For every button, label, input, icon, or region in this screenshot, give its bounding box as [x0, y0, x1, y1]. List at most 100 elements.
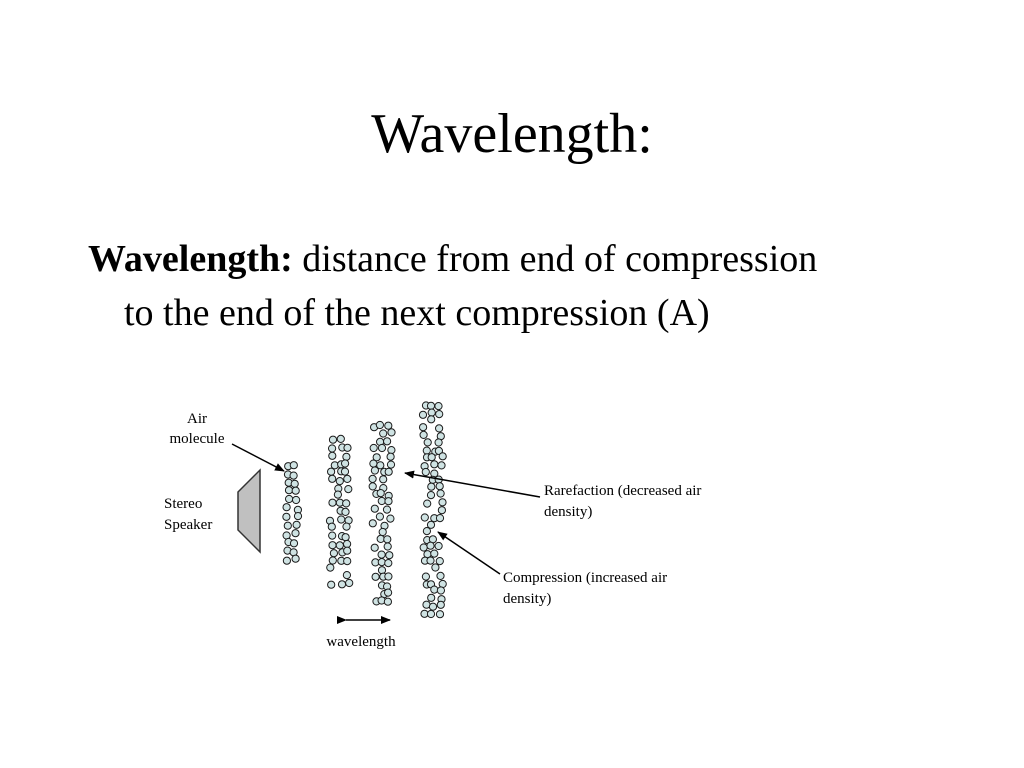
air-molecule-dot — [328, 474, 337, 483]
air-molecule-dot — [427, 482, 436, 491]
air-molecule-dot — [436, 489, 445, 498]
speaker-label-line2: Speaker — [164, 517, 212, 533]
air-molecule-dot — [328, 451, 337, 460]
air-molecule-dot — [437, 506, 446, 515]
air-molecule-dot — [369, 443, 378, 453]
air-molecule-dot — [426, 609, 436, 619]
rarefaction-label-line2: density) — [544, 504, 592, 520]
air-molecule-dot — [435, 514, 445, 523]
wavelength-label: wavelength — [326, 634, 396, 650]
air-molecule-dot — [378, 527, 387, 537]
air-molecule-dot — [376, 461, 385, 470]
air-molecule-dot — [342, 571, 351, 580]
air-molecule-dot — [430, 460, 439, 469]
air-molecule-dot — [379, 475, 388, 484]
air-molecule-dot — [384, 588, 393, 597]
air-molecule-dot — [345, 578, 354, 588]
air-molecule-dot — [292, 520, 301, 529]
air-molecule-dot — [341, 533, 350, 542]
air-molecule-dot — [327, 580, 336, 589]
air-molecule-dot — [340, 467, 350, 476]
air-molecule-dot — [386, 514, 395, 523]
air-molecule-dot — [342, 452, 351, 461]
air-molecule-label-line2: molecule — [170, 431, 225, 447]
air-molecule-dot — [435, 424, 444, 433]
air-molecule-dot — [282, 503, 291, 512]
air-molecule-dot — [377, 566, 387, 575]
air-molecule-dot — [384, 497, 393, 506]
air-molecule-dot — [385, 551, 394, 560]
air-molecule-dot — [434, 446, 443, 455]
air-molecule-dot — [341, 507, 350, 516]
air-molecule-dot — [382, 505, 392, 514]
air-molecule-dot — [435, 482, 444, 491]
air-molecule-dot — [372, 453, 381, 462]
air-molecule-dot — [284, 486, 294, 495]
air-molecule-dot — [436, 571, 445, 581]
air-molecule-dot — [426, 401, 436, 410]
air-molecule-dot — [434, 402, 443, 411]
air-molecule-dot — [383, 437, 392, 446]
air-molecule-dot — [384, 421, 393, 430]
air-molecule-dot — [436, 586, 445, 595]
air-molecule-dot — [326, 563, 335, 572]
air-molecule-dot — [377, 558, 386, 567]
air-molecule-dot — [438, 498, 447, 507]
air-molecule-dot — [387, 428, 396, 437]
slide-title: Wavelength: — [371, 103, 653, 165]
compression-arrow — [437, 531, 501, 575]
air-molecule-dot — [369, 459, 378, 468]
air-molecule-dot — [383, 542, 392, 551]
air-molecule-dot — [370, 504, 379, 513]
air-molecule-dot — [282, 556, 291, 565]
definition-paragraph: Wavelength: distance from end of compres… — [88, 232, 824, 340]
air-molecule-dot — [335, 477, 344, 486]
air-molecule-dot — [377, 496, 386, 506]
air-molecule-dot — [427, 415, 436, 424]
air-molecule-dot — [328, 435, 338, 444]
air-molecule-dot — [427, 453, 436, 462]
air-molecule-dot — [420, 513, 429, 522]
rarefaction-arrow — [404, 470, 541, 498]
air-molecule-dot — [384, 467, 393, 476]
air-molecule-dot — [328, 498, 337, 507]
air-molecule-dot — [384, 572, 393, 581]
air-molecule-dot — [329, 549, 338, 558]
air-molecule-dot — [337, 580, 347, 589]
air-molecule-dot — [289, 539, 299, 548]
air-molecule-dot — [375, 512, 384, 521]
air-molecule-dot — [368, 474, 377, 483]
compression-label-line1: Compression (increased air — [503, 570, 667, 586]
air-molecule-dot — [427, 593, 436, 602]
air-molecule-dot — [383, 535, 392, 544]
definition-text: distance from end of compression to the … — [124, 238, 818, 334]
air-molecule-dot — [292, 495, 301, 505]
air-molecule-dot — [335, 541, 344, 550]
air-molecule-dot — [343, 546, 352, 555]
air-molecule-dot — [419, 543, 428, 552]
air-molecule-dot — [377, 550, 386, 559]
air-molecule-dot — [436, 600, 445, 609]
air-molecule-dot — [419, 430, 428, 439]
air-molecule-dot — [422, 527, 431, 536]
air-molecule-dot — [285, 494, 294, 504]
air-molecule-dot — [386, 452, 395, 461]
air-molecule-dot — [342, 499, 351, 508]
air-molecule-dot — [376, 489, 385, 498]
air-molecule-dot — [343, 474, 352, 483]
air-molecule-dot — [427, 408, 436, 417]
air-molecule-dot — [387, 446, 396, 455]
speaker-label-line1: Stereo — [164, 496, 202, 512]
air-molecule-dot — [437, 461, 446, 470]
air-molecule-dot — [384, 559, 393, 568]
air-molecule-dot — [344, 485, 353, 494]
air-molecule-dot — [386, 460, 396, 469]
air-molecule-dot — [327, 467, 336, 476]
air-molecule-dot — [290, 479, 299, 488]
definition-term: Wavelength: — [88, 238, 293, 280]
air-molecule-dot — [368, 482, 377, 491]
air-molecule-dot — [328, 531, 337, 540]
air-molecule-dot — [291, 486, 300, 495]
rarefaction-label-line1: Rarefaction (decreased air — [544, 483, 701, 499]
